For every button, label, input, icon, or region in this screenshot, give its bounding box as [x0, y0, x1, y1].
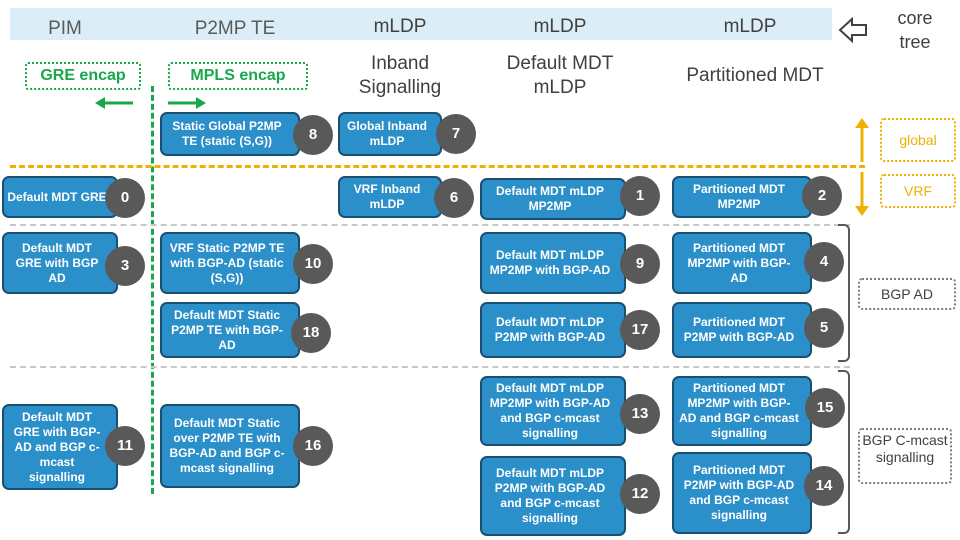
- profile-box-14: Partitioned MDT P2MP with BGP-AD and BGP…: [672, 452, 812, 534]
- profile-label: VRF Inband mLDP: [353, 182, 421, 211]
- double-arrow-vrf-icon: [855, 172, 869, 216]
- mpls-encap-tag: MPLS encap: [168, 62, 308, 90]
- column-header-mldp-default: mLDP: [533, 16, 587, 37]
- bgp-cmcast-bracket: [838, 370, 850, 534]
- bgp-ad-tag: BGP AD: [858, 278, 956, 310]
- profile-label: Partitioned MDT MP2MP with BGP-AD and BG…: [679, 381, 799, 440]
- profile-number-badge: 12: [620, 474, 660, 514]
- profile-box-8: Static Global P2MP TE (static (S,G)): [160, 112, 300, 156]
- profile-box-5: Partitioned MDT P2MP with BGP-AD: [672, 302, 812, 358]
- profile-number-badge: 5: [804, 308, 844, 348]
- profile-box-9: Default MDT mLDP MP2MP with BGP-AD: [480, 232, 626, 294]
- profile-number-badge: 13: [620, 394, 660, 434]
- profile-label: Default MDT Static P2MP TE with BGP-AD: [171, 307, 283, 352]
- profile-label: Default MDT mLDP MP2MP: [496, 184, 604, 213]
- gre-encap-tag: GRE encap: [25, 62, 141, 90]
- arrow-right-green-icon: [168, 97, 206, 109]
- profile-label: Default MDT mLDP MP2MP with BGP-AD and B…: [489, 381, 611, 440]
- global-vrf-divider: [10, 165, 865, 168]
- profile-label: Default MDT Static over P2MP TE with BGP…: [169, 416, 285, 475]
- profile-label: Partitioned MDT P2MP with BGP-AD: [683, 315, 795, 344]
- profile-box-3: Default MDT GRE with BGP AD: [2, 232, 118, 294]
- profile-box-18: Default MDT Static P2MP TE with BGP-AD: [160, 302, 300, 358]
- encap-divider: [151, 86, 154, 494]
- profile-box-10: VRF Static P2MP TE with BGP-AD (static (…: [160, 232, 300, 294]
- core-tree-header-band: [10, 8, 832, 40]
- profile-label: Default MDT mLDP P2MP with BGP-AD and BG…: [494, 466, 606, 525]
- profile-box-16: Default MDT Static over P2MP TE with BGP…: [160, 404, 300, 488]
- column-subheader-inband-signalling: Inband Signalling: [358, 53, 442, 98]
- profile-number-badge: 7: [436, 114, 476, 154]
- double-arrow-global-icon: [855, 118, 869, 162]
- profile-number-badge: 11: [105, 426, 145, 466]
- vrf-tag: VRF: [880, 174, 956, 208]
- profile-label: Partitioned MDT P2MP with BGP-AD and BGP…: [683, 463, 795, 522]
- profile-number-badge: 9: [620, 244, 660, 284]
- profile-number-badge: 8: [293, 115, 333, 155]
- profile-number-badge: 1: [620, 176, 660, 216]
- column-header-pim: PIM: [48, 18, 82, 39]
- global-tag: global: [880, 118, 956, 162]
- profile-box-1: Default MDT mLDP MP2MP: [480, 178, 626, 220]
- arrow-left-icon: [838, 17, 867, 43]
- column-header-mldp-partitioned: mLDP: [723, 16, 777, 37]
- profile-label: Default MDT mLDP MP2MP with BGP-AD: [489, 248, 611, 277]
- profile-number-badge: 18: [291, 313, 331, 353]
- profile-number-badge: 15: [805, 388, 845, 428]
- profile-number-badge: 17: [620, 310, 660, 350]
- profile-number-badge: 10: [293, 244, 333, 284]
- profile-number-badge: 0: [105, 178, 145, 218]
- profile-label: Global Inband mLDP: [347, 119, 427, 148]
- profile-box-13: Default MDT mLDP MP2MP with BGP-AD and B…: [480, 376, 626, 446]
- profile-box-7: Global Inband mLDP: [338, 112, 442, 156]
- bgp-cmcast-tag: BGP C-mcast signalling: [858, 428, 952, 484]
- core-tree-label: core tree: [897, 8, 933, 52]
- profile-box-12: Default MDT mLDP P2MP with BGP-AD and BG…: [480, 456, 626, 536]
- bgp-ad-bracket: [838, 224, 850, 362]
- column-subheader-partitioned-mdt: Partitioned MDT: [686, 65, 824, 86]
- profile-box-6: VRF Inband mLDP: [338, 176, 442, 218]
- bgp-cmcast-divider: [10, 366, 850, 368]
- profile-number-badge: 4: [804, 242, 844, 282]
- profile-number-badge: 6: [434, 178, 474, 218]
- profile-box-4: Partitioned MDT MP2MP with BGP-AD: [672, 232, 812, 294]
- arrow-left-green-icon: [95, 97, 133, 109]
- profile-box-17: Default MDT mLDP P2MP with BGP-AD: [480, 302, 626, 358]
- profile-label: Default MDT GRE: [7, 189, 107, 204]
- profile-label: Default MDT mLDP P2MP with BGP-AD: [494, 315, 606, 344]
- profile-box-2: Partitioned MDT MP2MP: [672, 176, 812, 218]
- column-subheader-default-mdt-mldp: Default MDT mLDP: [506, 53, 614, 98]
- profile-number-badge: 3: [105, 246, 145, 286]
- profile-label: VRF Static P2MP TE with BGP-AD (static (…: [169, 240, 285, 285]
- column-header-p2mp-te: P2MP TE: [194, 18, 276, 39]
- profile-label: Default MDT GRE with BGP-AD and BGP c-mc…: [13, 409, 101, 484]
- profile-box-0: Default MDT GRE: [2, 176, 118, 218]
- column-header-mldp-inband: mLDP: [373, 16, 427, 37]
- bgp-ad-divider: [10, 224, 850, 226]
- profile-label: Partitioned MDT MP2MP with BGP-AD: [687, 240, 791, 285]
- profile-number-badge: 2: [802, 176, 842, 216]
- profile-box-11: Default MDT GRE with BGP-AD and BGP c-mc…: [2, 404, 118, 490]
- profile-number-badge: 16: [293, 426, 333, 466]
- profile-label: Static Global P2MP TE (static (S,G)): [172, 119, 282, 148]
- profile-box-15: Partitioned MDT MP2MP with BGP-AD and BG…: [672, 376, 812, 446]
- profile-number-badge: 14: [804, 466, 844, 506]
- profile-label: Default MDT GRE with BGP AD: [15, 240, 99, 285]
- profile-label: Partitioned MDT MP2MP: [693, 182, 785, 211]
